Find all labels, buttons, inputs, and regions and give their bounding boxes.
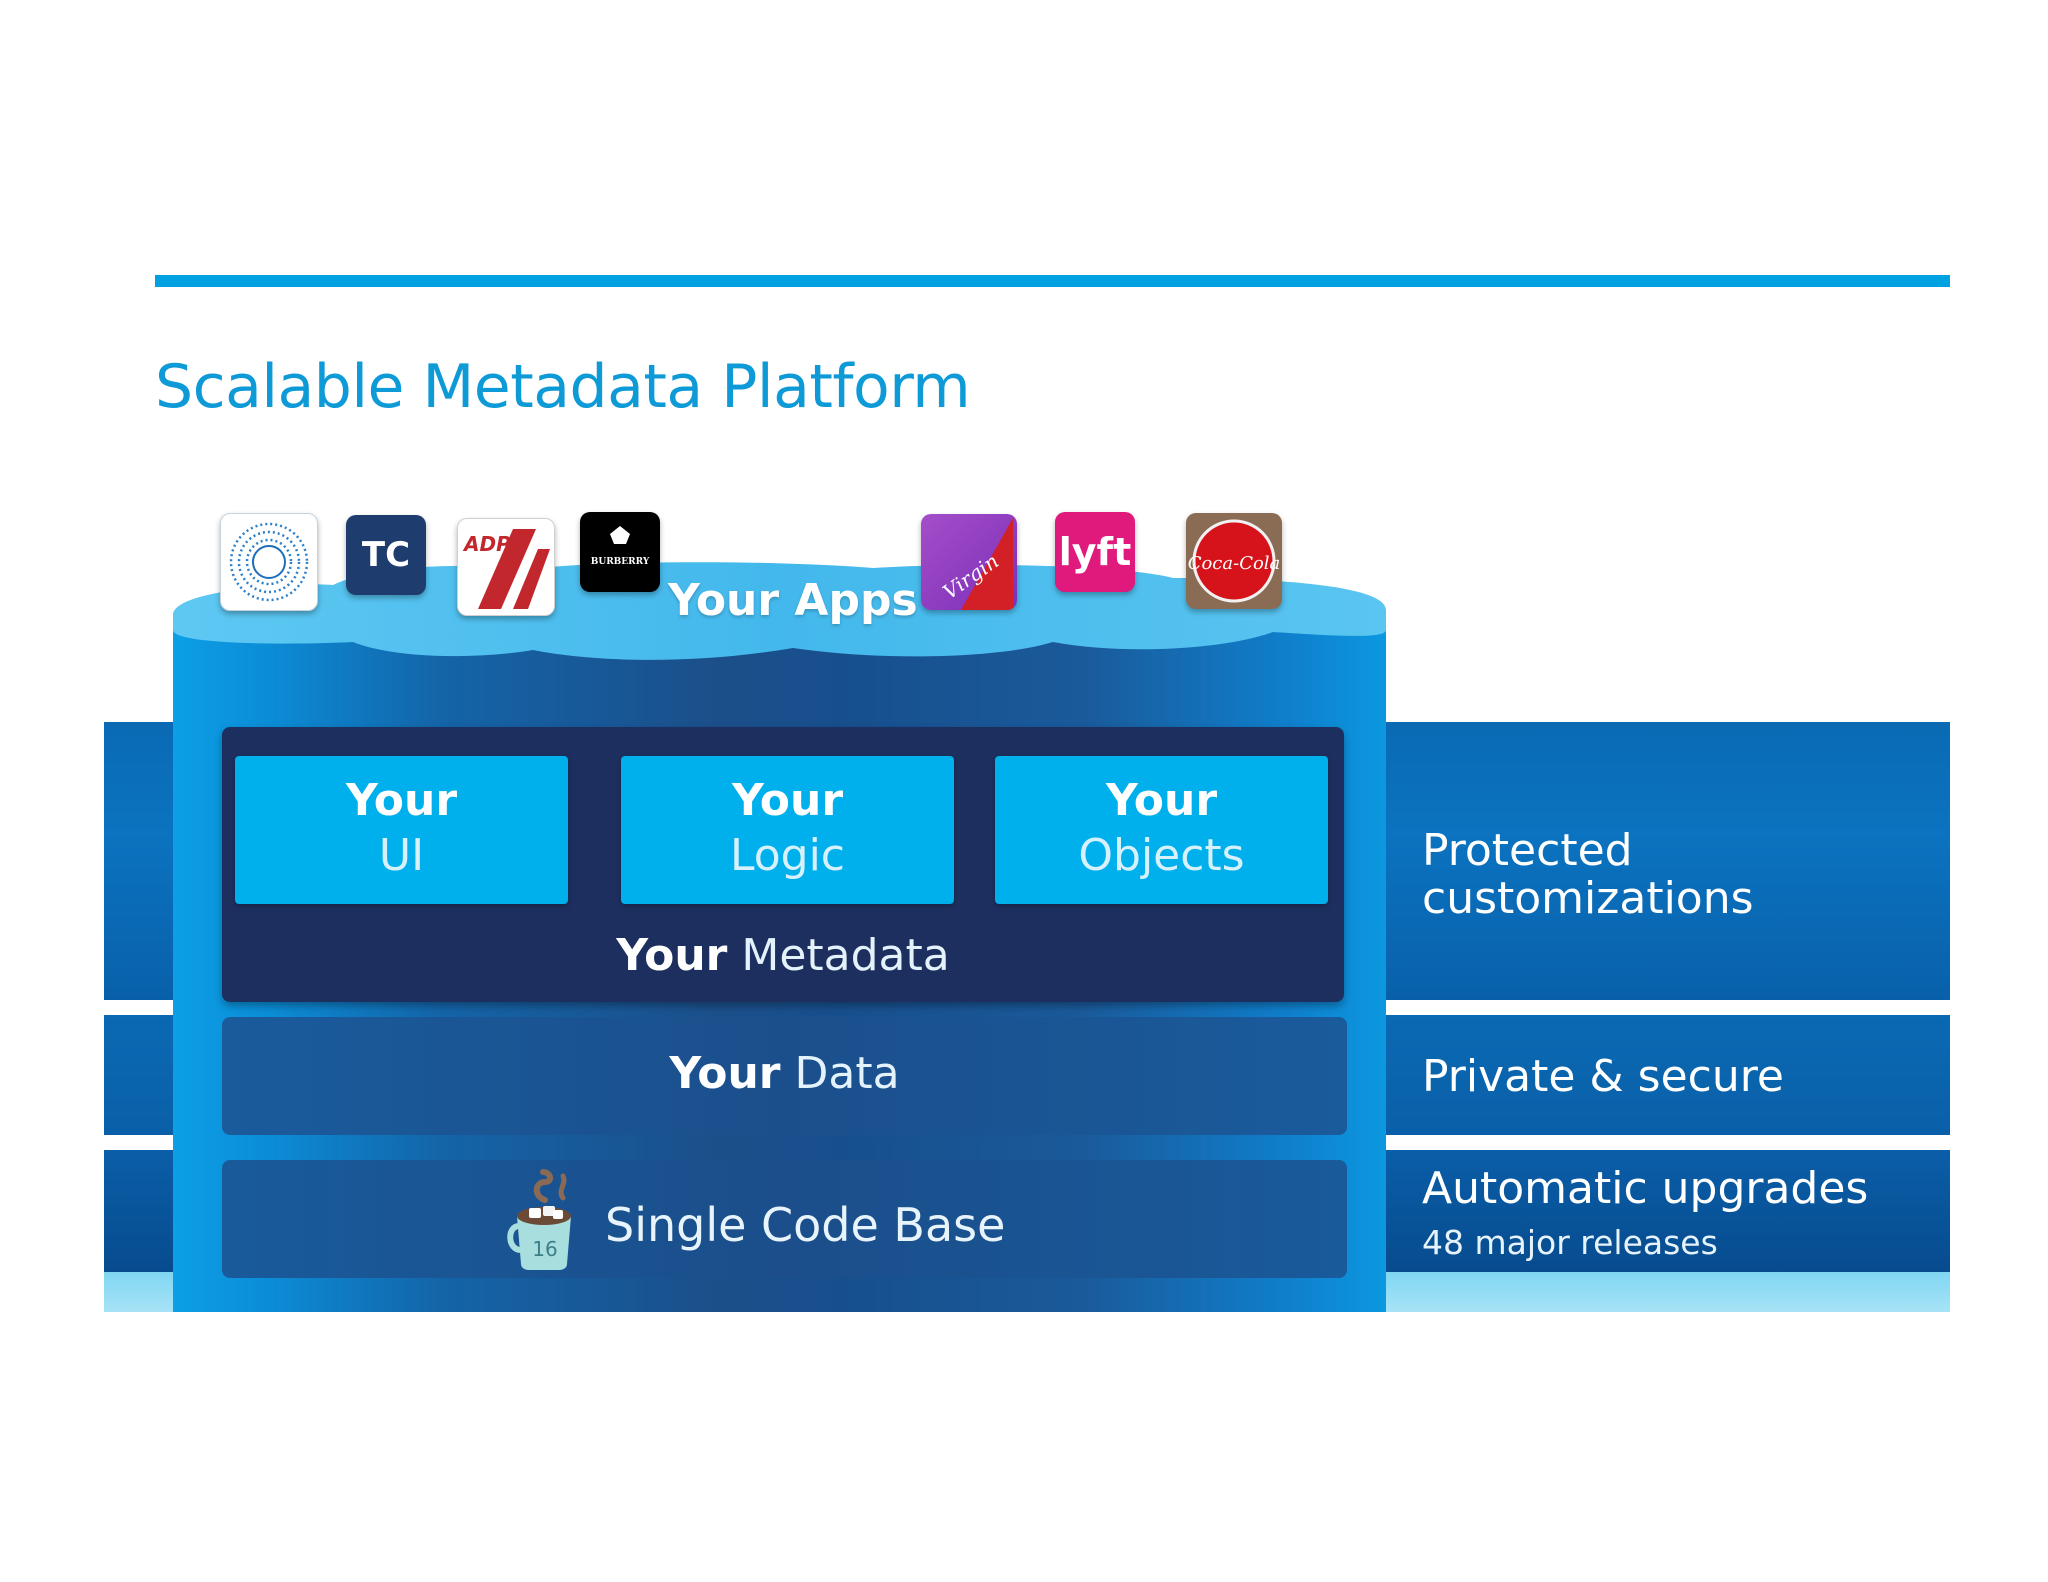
slide-title: Scalable Metadata Platform: [155, 352, 971, 422]
tile-ui-label: UI: [378, 830, 425, 881]
svg-text:Coca-Cola: Coca-Cola: [1188, 553, 1281, 574]
data-panel: [222, 1017, 1347, 1135]
data-label-light: Data: [794, 1048, 900, 1099]
side-private-secure: Private & secure: [1422, 1051, 1784, 1102]
title-rule: [155, 275, 1950, 287]
burberry-logo-icon: BURBERRY: [580, 512, 660, 592]
sunburst-logo-icon: [220, 513, 318, 611]
tile-your-objects: Your Objects: [995, 756, 1328, 904]
coca-cola-logo-icon: Coca-Cola: [1186, 513, 1282, 609]
tile-objects-label: Objects: [1078, 830, 1245, 881]
tile-ui-heading: Your: [345, 775, 458, 826]
svg-text:BURBERRY: BURBERRY: [591, 557, 650, 567]
side-protected-line2: customizations: [1422, 873, 1754, 924]
svg-text:ADP: ADP: [462, 532, 511, 556]
side-protected-line1: Protected: [1422, 825, 1633, 876]
apps-label: Your Apps: [668, 575, 918, 626]
data-label-bold: Your: [669, 1048, 781, 1099]
metadata-label-bold: Your: [616, 930, 728, 981]
virgin-logo-icon: Virgin: [921, 514, 1017, 610]
code-label: Single Code Base: [605, 1198, 1006, 1252]
tile-your-ui: Your UI: [235, 756, 568, 904]
metadata-label-light: Metadata: [741, 930, 950, 981]
side-automatic-upgrades: Automatic upgrades: [1422, 1163, 1869, 1214]
tc-logo-icon: TC: [346, 515, 426, 595]
data-label: Your Data: [222, 1048, 1347, 1099]
lyft-logo-icon: lyft: [1055, 512, 1135, 592]
tile-logic-heading: Your: [731, 775, 844, 826]
tile-logic-label: Logic: [729, 830, 845, 881]
metadata-label: Your Metadata: [222, 930, 1344, 981]
cocoa-mug-icon: 16: [507, 1169, 571, 1270]
tile-objects-heading: Your: [1105, 775, 1218, 826]
tile-your-logic: Your Logic: [621, 756, 954, 904]
code-panel: [222, 1160, 1347, 1278]
adp-logo-icon: ADP: [457, 518, 555, 616]
svg-text:16: 16: [532, 1237, 557, 1261]
side-major-releases: 48 major releases: [1422, 1223, 1718, 1262]
